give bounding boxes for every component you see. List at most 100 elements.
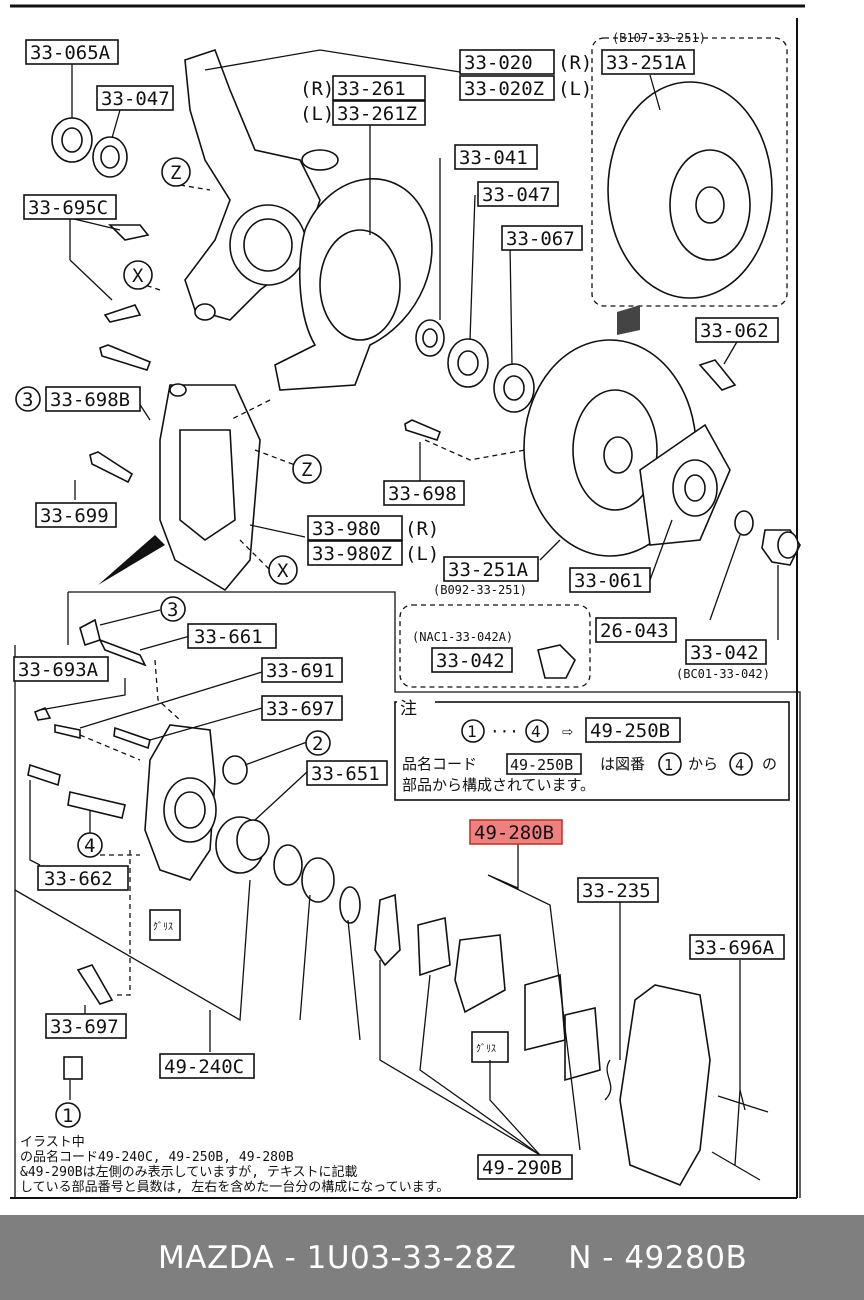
- callout-2: 2: [312, 733, 323, 755]
- label-33-261: 33-261: [337, 78, 406, 100]
- note-header: 注: [400, 699, 417, 719]
- callout-3-a: 3: [22, 389, 33, 411]
- bolts-caliper: [89, 344, 442, 484]
- hub-061: [639, 423, 731, 546]
- note-line2-b: は図番: [600, 755, 645, 773]
- note-dots: ···: [490, 722, 519, 741]
- label-33-020: 33-020: [464, 52, 533, 74]
- label-33-067: 33-067: [506, 228, 575, 250]
- label-33-980z: 33-980Z: [312, 543, 392, 565]
- scroll-marker: [617, 305, 640, 335]
- washer-041: [415, 319, 445, 357]
- note-line2-ref: 49-250B: [510, 756, 573, 774]
- label-33-261z: 33-261Z: [337, 103, 417, 125]
- note-line2-c1: 1: [664, 756, 673, 774]
- note-ref-49-250b: 49-250B: [590, 720, 670, 742]
- note-line2-c4: 4: [735, 756, 744, 774]
- label-33-697-upper: 33-697: [266, 698, 335, 720]
- caliper-assembly-frame: [14, 591, 801, 1198]
- caption-bar: MAZDA - 1U03-33-28Z N - 49280B: [0, 1215, 864, 1300]
- leader-lines: [14, 49, 779, 1166]
- ref-b092-33-251: (B092-33-251): [433, 583, 527, 597]
- pads: [374, 893, 601, 1082]
- callout-1: 1: [62, 1105, 73, 1127]
- label-33-062: 33-062: [700, 320, 769, 342]
- label-33-695c: 33-695C: [28, 197, 108, 219]
- footnote: イラスト中 の品名コード49-240C, 49-250B, 49-280B &4…: [20, 1135, 449, 1195]
- clip-235: [604, 1059, 612, 1101]
- label-33-061: 33-061: [574, 570, 643, 592]
- footnote-line-4: している部品番号と員数は, 左右を含めた一台分の構成になっています。: [20, 1179, 449, 1195]
- washer-26043: [734, 510, 754, 536]
- label-33-065a: 33-065A: [30, 42, 111, 64]
- slide-pins: [27, 618, 151, 1005]
- label-33-047-lower: 33-047: [482, 184, 551, 206]
- callout-4: 4: [84, 835, 95, 857]
- label-33-047-upper: 33-047: [101, 88, 170, 110]
- bolt-062: [698, 359, 737, 391]
- footnote-line-1: イラスト中: [20, 1135, 85, 1150]
- label-33-693a: 33-693A: [18, 659, 99, 681]
- footnote-line-2: の品名コード49-240C, 49-250B, 49-280B: [20, 1149, 294, 1165]
- label-33-662: 33-662: [44, 868, 113, 890]
- nut-042: [537, 529, 801, 679]
- note-circle-1: 1: [467, 722, 477, 741]
- piston-651: [215, 816, 270, 874]
- label-33-235: 33-235: [582, 880, 651, 902]
- label-33-699: 33-699: [40, 505, 109, 527]
- label-33-698b: 33-698B: [50, 389, 130, 411]
- ref-b107-33-251: (B107-33-251): [612, 31, 706, 45]
- label-33-980: 33-980: [312, 518, 381, 540]
- label-49-240c: 49-240C: [164, 1056, 244, 1078]
- label-33-261-l: (L): [300, 103, 334, 125]
- view-marker-z-lower: Z: [301, 459, 312, 481]
- label-33-661: 33-661: [194, 626, 263, 648]
- ref-nac1-33-042a: (NAC1-33-042A): [412, 630, 513, 644]
- knuckle: [184, 48, 339, 321]
- bearing-047b: [447, 338, 489, 388]
- caliper-body: [144, 724, 217, 881]
- label-33-651: 33-651: [311, 763, 380, 785]
- footnote-line-3: &49-290Bは左側のみ表示していますが, テキストに記載: [20, 1164, 358, 1180]
- view-marker-z-upper: Z: [170, 162, 181, 184]
- hub-seal-65a: [51, 117, 93, 163]
- seal-067: [493, 363, 535, 413]
- note-box: 注 1 ··· 4 ⇨ 49-250B 品名コード 49-250B は図番 1 …: [394, 696, 790, 801]
- ref-bc01-33-042: (BC01-33-042): [676, 667, 770, 681]
- note-line3: 部品から構成されています。: [402, 776, 595, 794]
- callout-3-b: 3: [167, 599, 178, 621]
- label-33-251a-upper: 33-251A: [606, 52, 687, 74]
- label-33-042-upper: 33-042: [436, 650, 505, 672]
- label-33-020-r: (R): [558, 52, 592, 74]
- dust-shield: [274, 178, 433, 391]
- note-arrow: ⇨: [562, 721, 573, 742]
- seals: [273, 844, 361, 924]
- label-26-043: 26-043: [600, 620, 669, 642]
- note-line2-a: 品名コード: [402, 755, 477, 773]
- label-33-980-l: (L): [405, 543, 439, 565]
- big-arrow: [98, 535, 165, 585]
- label-33-691: 33-691: [266, 660, 335, 682]
- label-33-020z: 33-020Z: [464, 78, 544, 100]
- caliper-upper: [159, 383, 261, 592]
- bracket-695c: [103, 224, 150, 323]
- highlight-box: [469, 819, 563, 845]
- grease-label-2: ｸﾞﾘｽ: [476, 1043, 496, 1055]
- label-33-980-r: (R): [405, 518, 439, 540]
- label-33-698: 33-698: [388, 483, 457, 505]
- label-33-696a: 33-696A: [694, 937, 775, 959]
- label-33-020-l: (L): [558, 78, 592, 100]
- label-49-290b: 49-290B: [482, 1157, 562, 1179]
- label-33-697-lower: 33-697: [50, 1016, 119, 1038]
- parts-diagram: 33-065A 33-047 33-020 (R) 33-020Z (L) (R…: [10, 4, 805, 1199]
- part-number-caption: MAZDA - 1U03-33-28Z N - 49280B: [158, 1239, 748, 1276]
- bearing-047a: [92, 136, 128, 178]
- boot-2: [222, 755, 248, 785]
- label-49-280b-highlighted[interactable]: 49-280B: [474, 822, 554, 844]
- label-33-041: 33-041: [459, 147, 528, 169]
- dashed-leaders: [79, 184, 526, 996]
- grease-label-1: ｸﾞﾘｽ: [153, 921, 173, 933]
- note-line2-end: の: [762, 755, 777, 773]
- note-circle-4: 4: [531, 722, 541, 741]
- cover-696a: [619, 984, 769, 1187]
